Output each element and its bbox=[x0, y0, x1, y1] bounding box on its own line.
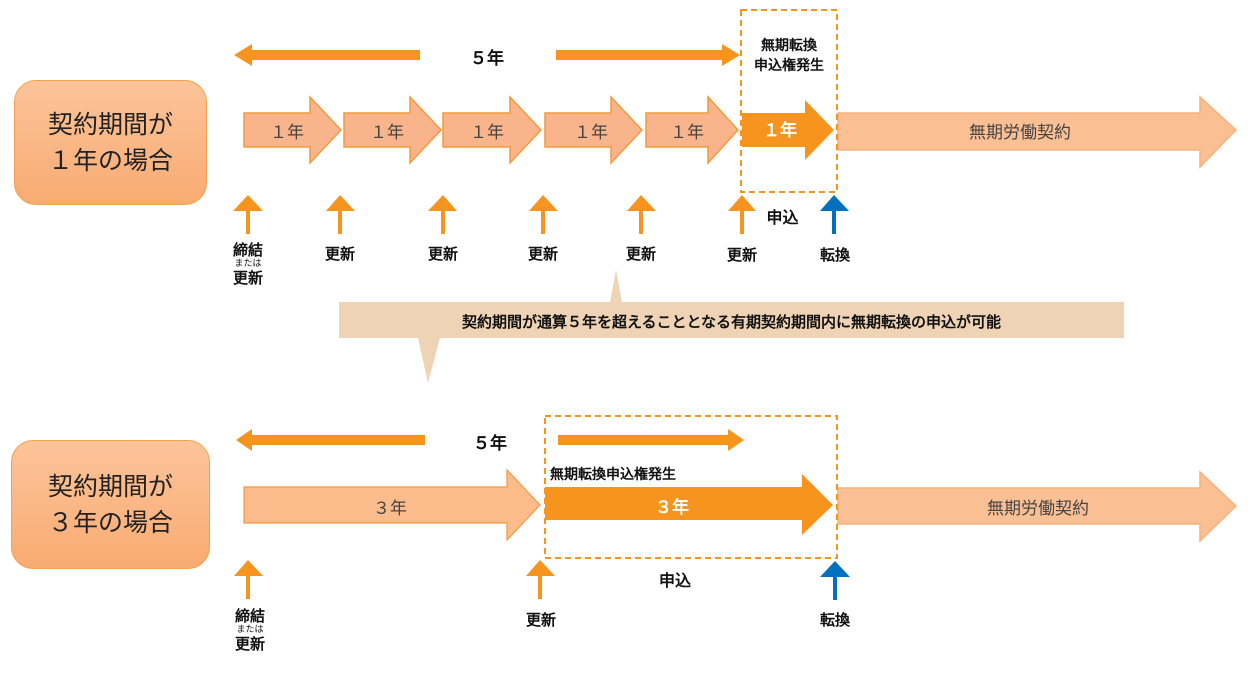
case2-title-line1: 契約期間が bbox=[47, 471, 173, 501]
case2-event-arrows bbox=[234, 560, 555, 599]
case2-segment-label: ３年 bbox=[373, 499, 407, 519]
segment-arrow-3 bbox=[442, 95, 543, 165]
case1-event-4: 更新 bbox=[527, 245, 558, 263]
indefinite-arrow bbox=[837, 95, 1238, 169]
case1-emergence-label: 無期転換 申込権発生 bbox=[742, 36, 836, 76]
case2-event-2: 更新 bbox=[525, 611, 556, 629]
case1-event-3: 更新 bbox=[427, 245, 458, 263]
case1-final-segment-label: １年 bbox=[763, 121, 797, 141]
right-emergence-box bbox=[740, 9, 838, 193]
conversion-arrow-2 bbox=[820, 561, 850, 600]
case2-apply-label: 申込 bbox=[658, 571, 691, 590]
span-arrow-right bbox=[556, 44, 740, 66]
event-arrow-4 bbox=[529, 195, 558, 234]
event-arrow-2-1 bbox=[234, 560, 263, 599]
segment-arrow-1 bbox=[243, 95, 343, 165]
right-emergence-box-2 bbox=[544, 415, 838, 559]
case1-event-6: 更新 bbox=[726, 246, 757, 264]
event-arrow-2-2 bbox=[526, 560, 555, 599]
case1-segment-arrows bbox=[243, 95, 740, 165]
segment-arrow-3yr bbox=[243, 468, 541, 542]
case1-emergence-line2: 申込権発生 bbox=[754, 58, 824, 74]
case1-segment-label-1: １年 bbox=[270, 123, 304, 143]
case2-span-label: ５年 bbox=[473, 434, 507, 454]
case2-indefinite-label: 無期労働契約 bbox=[987, 499, 1089, 519]
indefinite-arrow-2 bbox=[837, 470, 1238, 543]
case1-segment-label-3: １年 bbox=[470, 123, 504, 143]
case1-event-5: 更新 bbox=[625, 245, 656, 263]
case1-event-1: 締結 または 更新 bbox=[223, 242, 273, 287]
case1-title-line2: １年の場合 bbox=[47, 145, 173, 175]
event-arrow-6 bbox=[728, 195, 756, 234]
case2-emergence-label: 無期転換申込権発生 bbox=[550, 467, 676, 483]
case1-title-box: 契約期間が １年の場合 bbox=[14, 80, 207, 205]
segment-arrow-4 bbox=[544, 95, 644, 165]
case2-title-box: 契約期間が ３年の場合 bbox=[11, 440, 210, 569]
event-arrow-5 bbox=[627, 195, 656, 234]
event-label: 締結 bbox=[234, 607, 265, 625]
segment-arrow-2 bbox=[343, 95, 443, 165]
case1-segment-label-4: １年 bbox=[574, 123, 608, 143]
case1-span-label: ５年 bbox=[470, 49, 504, 69]
final-segment-arrow-2 bbox=[545, 474, 833, 535]
span-arrow-left-2 bbox=[236, 429, 425, 451]
case1-conversion-label: 転換 bbox=[819, 246, 850, 264]
case1-emergence-line1: 無期転換 bbox=[761, 38, 817, 54]
segment-arrow-5 bbox=[645, 95, 740, 165]
case1-event-arrows bbox=[233, 195, 756, 234]
case2-event-1: 締結 または 更新 bbox=[225, 608, 275, 653]
case1-apply-label: 申込 bbox=[766, 208, 799, 227]
event-arrow-1 bbox=[233, 195, 263, 234]
event-arrow-2 bbox=[326, 195, 355, 234]
event-label2: 更新 bbox=[234, 635, 265, 653]
case2-conversion-label: 転換 bbox=[819, 611, 850, 629]
event-sub: または bbox=[236, 625, 264, 635]
case1-title-line1: 契約期間が bbox=[47, 109, 173, 139]
callout-shape bbox=[339, 270, 1124, 383]
span-arrow-left bbox=[234, 44, 420, 66]
case1-event-2: 更新 bbox=[324, 245, 355, 263]
conversion-arrow-1 bbox=[820, 195, 849, 234]
event-arrow-3 bbox=[428, 195, 457, 234]
event-label2: 更新 bbox=[232, 269, 263, 287]
case2-title-line2: ３年の場合 bbox=[47, 507, 173, 537]
case1-indefinite-label: 無期労働契約 bbox=[969, 123, 1071, 143]
event-sub: または bbox=[234, 259, 262, 269]
span-arrow-right-2 bbox=[558, 429, 744, 451]
case1-segment-label-2: １年 bbox=[370, 123, 404, 143]
case2-final-segment-label: ３年 bbox=[655, 498, 689, 518]
event-label: 締結 bbox=[232, 241, 263, 259]
case1-segment-label-5: １年 bbox=[670, 123, 704, 143]
final-segment-arrow bbox=[742, 100, 834, 160]
callout-text: 契約期間が通算５年を超えることとなる有期契約期間内に無期転換の申込が可能 bbox=[461, 313, 1002, 331]
